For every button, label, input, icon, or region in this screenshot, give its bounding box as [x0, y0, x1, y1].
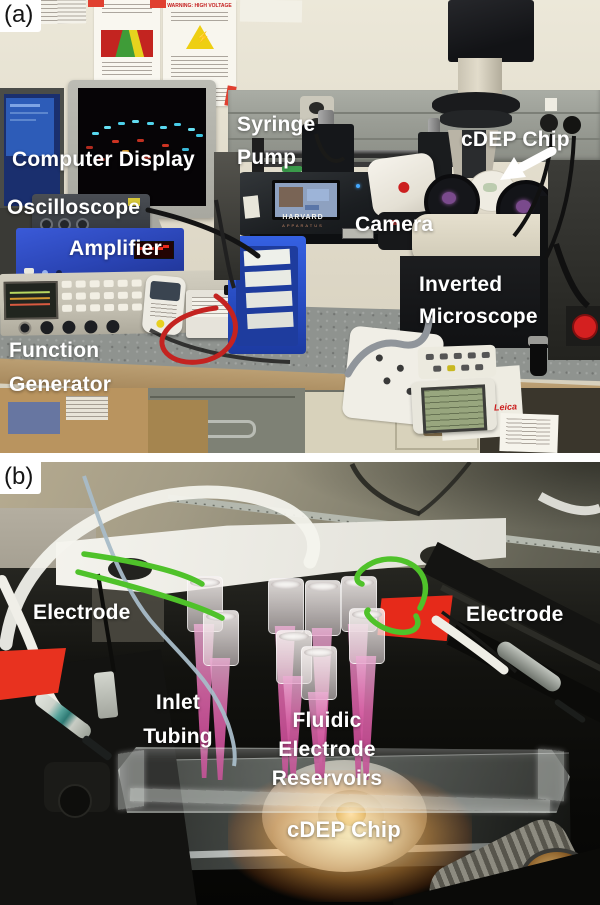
label-cdep-chip-a: cDEP Chip [461, 128, 570, 151]
label-oscilloscope: Oscilloscope [7, 196, 141, 219]
eyepiece-body [412, 214, 562, 264]
microscope-neck [458, 58, 502, 98]
poster-warning-title: WARNING: HIGH VOLTAGE [167, 3, 232, 9]
pump-brand: HARVARD [282, 214, 324, 221]
label-electrode-left: Electrode [33, 601, 131, 624]
label-fluidic-reservoirs: Fluidic Electrode Reservoirs [271, 709, 383, 790]
panel-b-photo: (b) Electrode Electrode Inlet Tubing Flu… [0, 462, 600, 905]
amplifier-display [134, 241, 174, 259]
panel-b-tag: (b) [0, 462, 42, 494]
rail-clamp [428, 118, 440, 136]
label-camera: Camera [355, 213, 434, 236]
label-inlet-tubing: Inlet Tubing [143, 691, 213, 748]
led [356, 184, 360, 188]
microscope-lamp-housing [448, 0, 534, 62]
pump-brand-sub: APPARATUS [282, 223, 324, 228]
panel-a-tag: (a) [0, 0, 42, 32]
monitor-screen [78, 88, 206, 206]
red-emergency-button [566, 306, 600, 346]
reservoir-tip [301, 646, 337, 782]
cdep-arrow-icon [500, 147, 557, 180]
pusher-block [302, 124, 354, 176]
label-computer-display: Computer Display [12, 148, 195, 171]
red-tape-left [0, 648, 66, 700]
focus-knob-post [530, 344, 547, 376]
label-amplifier: Amplifier [69, 237, 162, 260]
blue-crate [228, 236, 306, 354]
wall-tag [545, 98, 557, 111]
label-electrode-right: Electrode [466, 603, 564, 626]
power-plug [540, 114, 558, 132]
cardboard-box [0, 388, 148, 453]
label-plate [342, 228, 374, 239]
power-plug [563, 116, 581, 134]
poster-chart [94, 0, 160, 82]
syringe-bit [282, 166, 302, 172]
pump-screen [272, 180, 340, 220]
label-cdep-chip-b: cDEP Chip [287, 817, 401, 842]
microscope-ring [440, 110, 512, 128]
white-cable-arc [0, 485, 321, 651]
focus-knob-post [528, 336, 548, 346]
microscope-cone-dark [462, 130, 486, 178]
label-inverted-microscope: Inverted Microscope [419, 273, 538, 328]
warning-triangle-icon [186, 25, 214, 49]
tape-bit [88, 0, 104, 7]
tape-bit [150, 0, 166, 8]
cardboard-box [148, 400, 208, 453]
stage-bolt [58, 784, 92, 818]
secondary-monitor-screen [4, 94, 60, 206]
pump-base [250, 234, 440, 244]
label-function-generator: Function Generator [9, 339, 112, 396]
screen-traces [92, 132, 99, 135]
panel-a-photo: WARNING: HIGH VOLTAGE ⚡ [0, 0, 600, 453]
label-syringe-pump: Syringe Pump [237, 113, 316, 169]
